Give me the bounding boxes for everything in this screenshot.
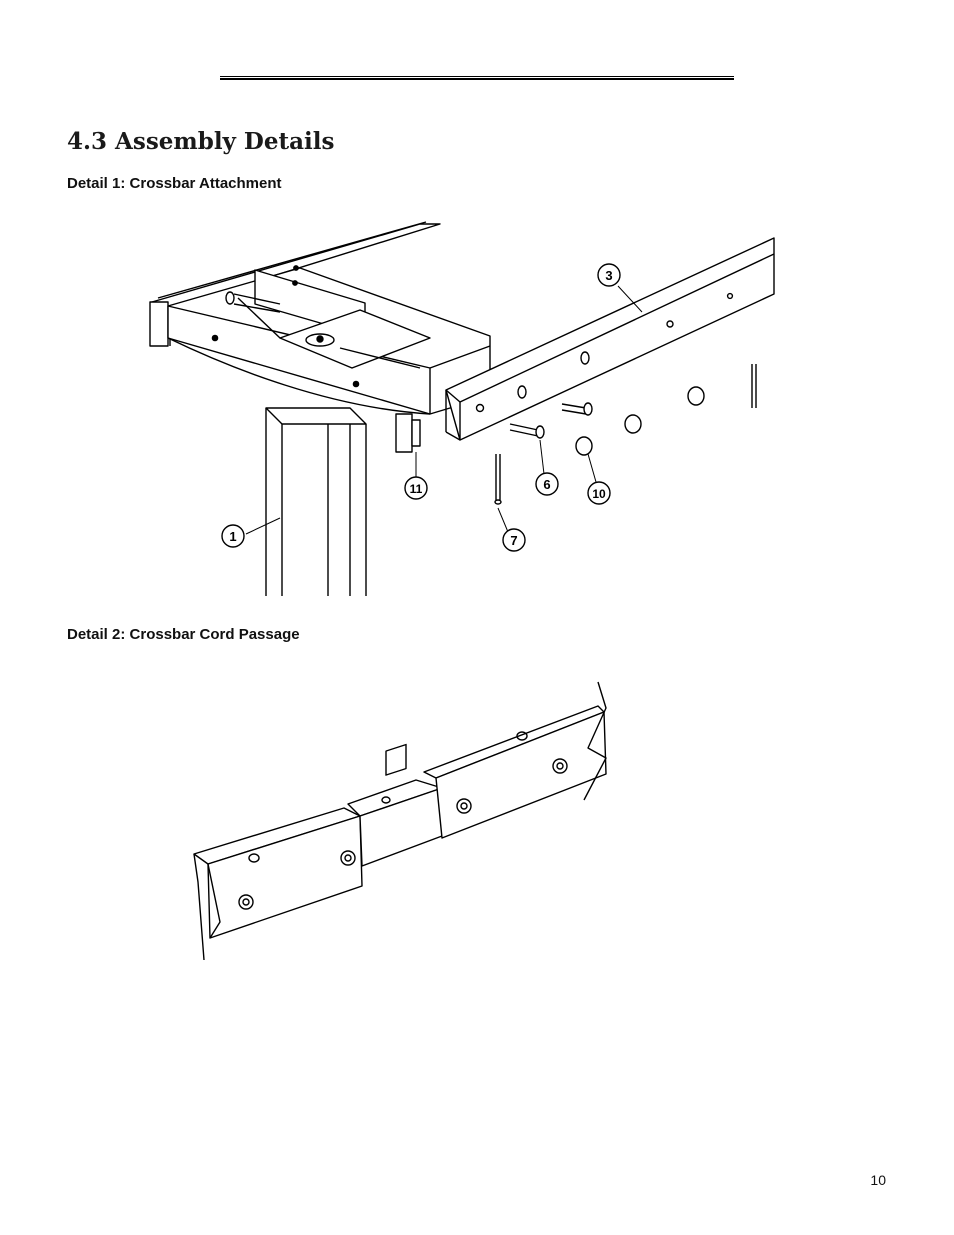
part-11-end-cap (395, 413, 421, 453)
part-6-bolts (509, 402, 593, 439)
page-number: 10 (870, 1172, 886, 1188)
svg-text:11: 11 (410, 482, 423, 496)
crossbar-attachment-diagram: 1 3 6 7 10 11 (149, 221, 775, 596)
callout-10: 10 (587, 481, 611, 505)
detail-2-heading: Detail 2: Crossbar Cord Passage (67, 626, 300, 643)
leg-column (265, 407, 367, 596)
part-7-screws (494, 364, 757, 505)
callout-1: 1 (221, 524, 245, 548)
leg-bracket (167, 265, 491, 415)
detail-1-heading: Detail 1: Crossbar Attachment (67, 175, 282, 192)
callout-7: 7 (502, 528, 526, 552)
svg-text:10: 10 (592, 487, 606, 501)
part-3-crossbar (445, 237, 775, 441)
callout-6: 6 (535, 472, 559, 496)
callout-3: 3 (597, 263, 621, 287)
section-title: 4.3 Assembly Details (67, 128, 335, 155)
svg-text:3: 3 (605, 268, 612, 283)
rail-end-cap (149, 301, 169, 347)
left-rail (193, 807, 363, 961)
svg-text:1: 1 (229, 529, 236, 544)
part-10-caps (575, 386, 705, 456)
svg-text:7: 7 (510, 533, 517, 548)
leader-lines (245, 285, 643, 535)
cord-passage-diagram (193, 681, 607, 961)
cord-passage-connector (347, 743, 443, 867)
right-rail (423, 681, 607, 839)
header-rule (220, 76, 734, 80)
svg-text:6: 6 (543, 477, 550, 492)
callout-11: 11 (404, 476, 428, 500)
